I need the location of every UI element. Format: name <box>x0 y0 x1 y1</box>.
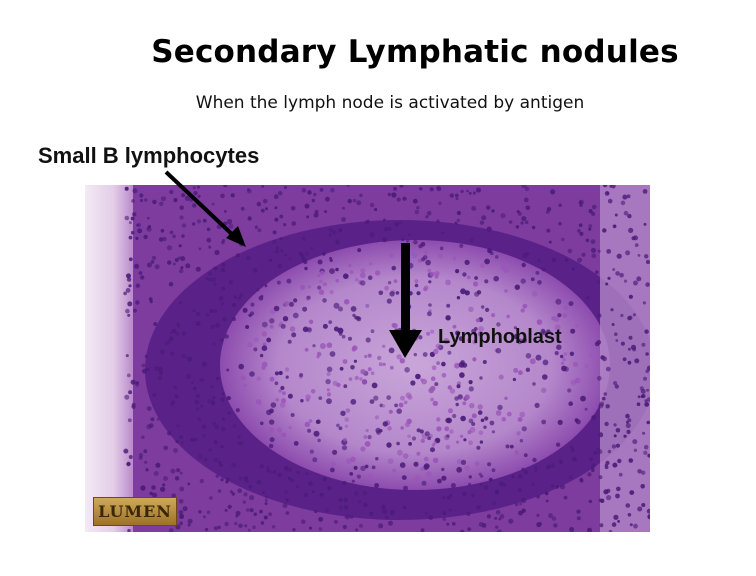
histology-micrograph <box>85 185 650 532</box>
label-small-b-lymphocytes: Small B lymphocytes <box>38 143 260 168</box>
germinal-center <box>220 240 610 490</box>
micrograph-image <box>85 185 650 532</box>
lumen-logo: LUMEN <box>93 497 177 526</box>
slide-title: Secondary Lymphatic nodules <box>151 34 679 70</box>
capsule-region <box>85 185 133 532</box>
label-lymphoblast: Lymphoblast <box>438 326 562 348</box>
slide-subtitle: When the lymph node is activated by anti… <box>195 93 585 113</box>
cell-nuclei <box>123 185 650 532</box>
